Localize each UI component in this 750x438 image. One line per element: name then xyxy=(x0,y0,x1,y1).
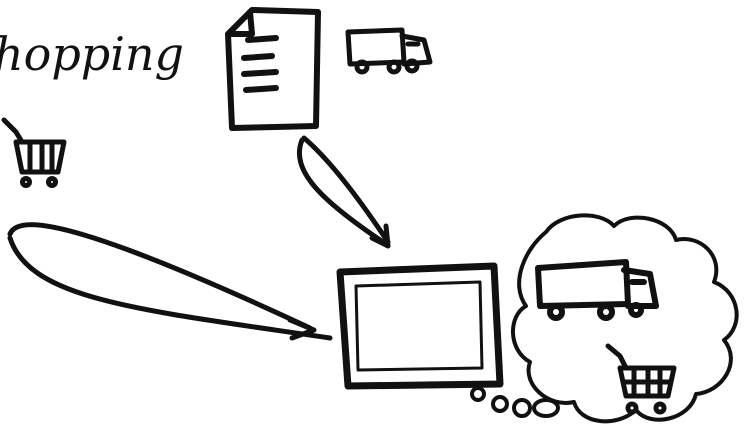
arrow-icon xyxy=(299,138,388,246)
document-icon xyxy=(228,10,318,128)
arrow-icon xyxy=(10,225,330,338)
cart-icon xyxy=(608,346,674,412)
monitor-icon xyxy=(340,266,500,386)
truck-icon xyxy=(538,262,656,318)
shopping-label: hopping xyxy=(0,27,184,81)
cart-icon xyxy=(4,120,64,186)
truck-icon xyxy=(348,30,430,72)
